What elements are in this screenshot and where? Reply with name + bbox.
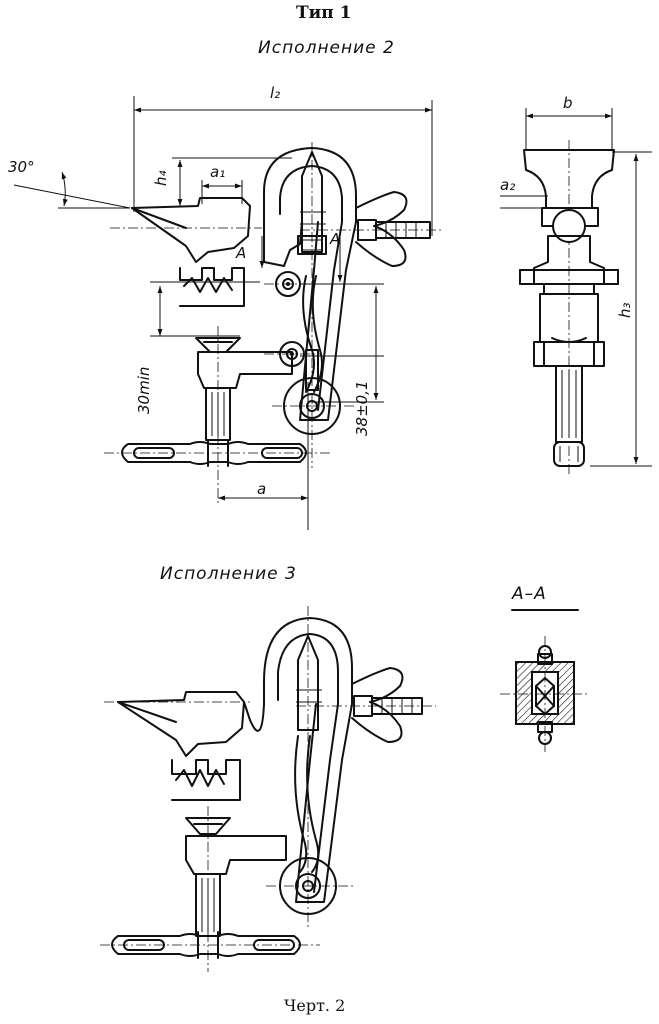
section-label: А–А — [512, 584, 547, 604]
dim-a1: a₁ — [210, 163, 226, 181]
variant-2-side-view — [500, 108, 652, 476]
type-label: Тип 1 — [296, 3, 352, 23]
variant-2-front-view — [13, 96, 444, 530]
dim-a: a — [257, 480, 267, 498]
section-mark-right: A — [330, 230, 341, 248]
dim-a2: a₂ — [500, 176, 516, 194]
section-mark-left: A — [236, 244, 247, 262]
variant-3-view — [100, 606, 436, 972]
variant-2-label: Исполнение 2 — [258, 38, 395, 58]
section-a-a-view — [500, 609, 590, 752]
variant-3-label: Исполнение 3 — [160, 564, 297, 584]
dim-angle: 30° — [8, 158, 35, 176]
dim-b: b — [563, 94, 573, 112]
drawing-caption: Черт. 2 — [284, 996, 346, 1015]
dim-l2: l₂ — [270, 84, 281, 102]
